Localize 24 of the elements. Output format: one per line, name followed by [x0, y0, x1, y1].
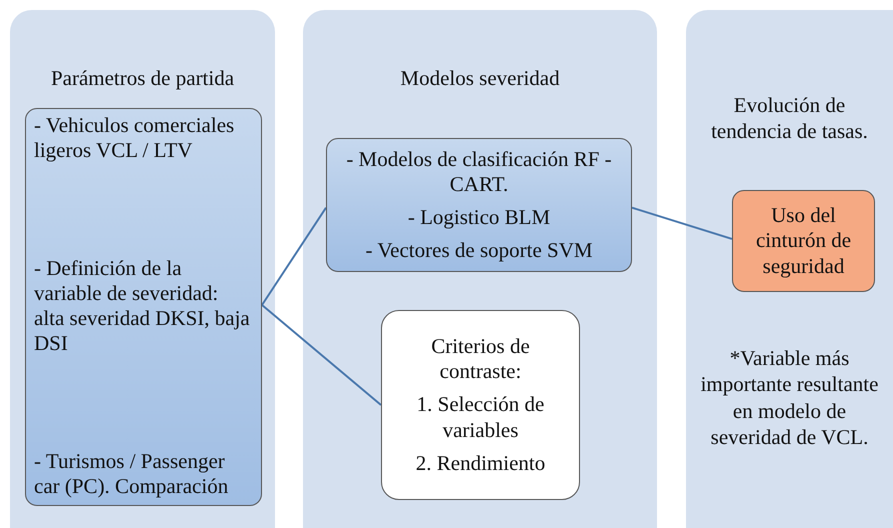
box-text: - Definición de la variable de severidad: alta severidad DKSI, baja DSI	[34, 256, 251, 356]
panel-heading: Parámetros de partida	[50, 65, 236, 92]
box-text: - Logistico BLM	[408, 205, 550, 230]
box-text: Uso del cinturón de seguridad	[754, 203, 852, 279]
column-panel	[303, 10, 657, 528]
panel-heading: Modelos severidad	[399, 65, 561, 92]
list-box	[326, 138, 632, 272]
box-text: - Vectores de soporte SVM	[365, 238, 593, 264]
box-text: - Vehiculos comerciales ligeros VCL / LTV	[34, 113, 236, 164]
connector-line	[632, 206, 732, 240]
result-box	[732, 190, 875, 292]
criteria-box	[381, 310, 580, 500]
column-panel	[10, 10, 275, 528]
column-panel	[686, 10, 893, 528]
box-text: 2. Rendimiento	[416, 450, 546, 476]
connector-line	[261, 304, 382, 406]
box-text: - Turismos / Passenger car (PC). Comparación	[34, 448, 230, 499]
panel-note: *Variable más importante resultante en modelo de severidad de VCL.	[700, 345, 880, 450]
box-text: Criterios de contraste:	[430, 334, 531, 384]
panel-heading: Evolución de tendencia de tasas.	[710, 92, 869, 144]
box-text: - Modelos de clasificación RF - CART.	[345, 146, 613, 197]
list-box	[25, 108, 262, 506]
connector-line	[261, 207, 327, 306]
box-text: 1. Selección de variables	[416, 392, 546, 443]
